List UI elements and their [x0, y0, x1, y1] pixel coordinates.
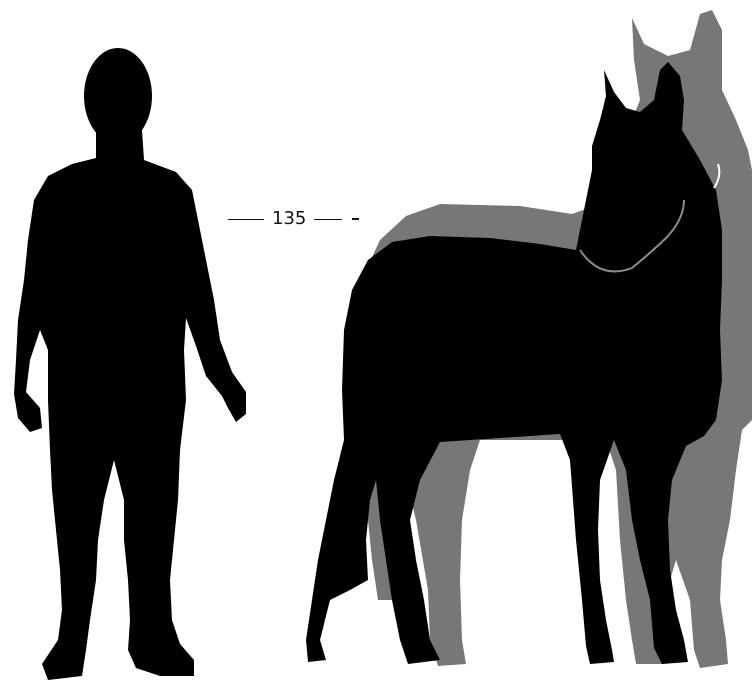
measurement-line-left	[228, 219, 264, 220]
measurement-line-right	[314, 219, 342, 220]
horse-silhouette	[306, 62, 722, 664]
measurement-indicator: 135	[228, 210, 359, 228]
human-silhouette	[14, 48, 246, 680]
measurement-label: 135	[272, 210, 306, 228]
measurement-tick	[352, 218, 359, 220]
